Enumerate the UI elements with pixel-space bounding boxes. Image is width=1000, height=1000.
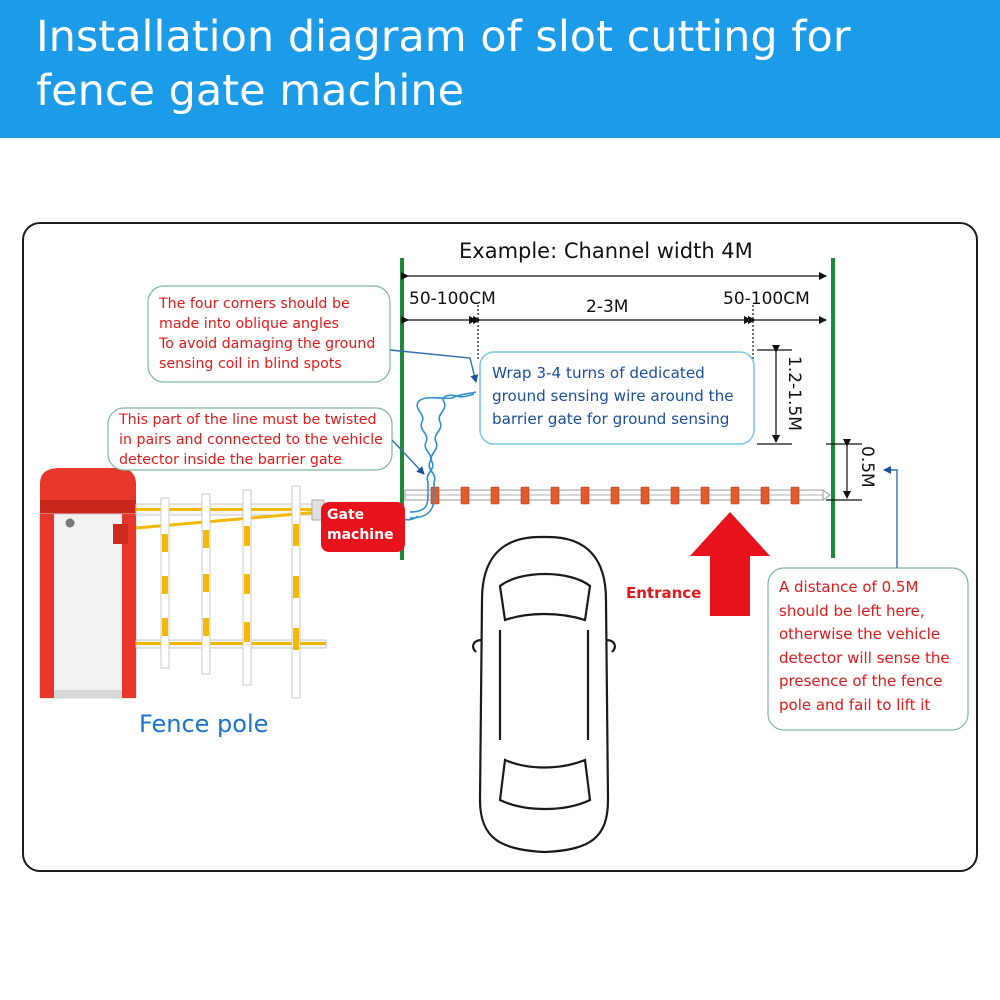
fence-pole-label: Fence pole xyxy=(139,710,269,738)
note-corners-line: To avoid damaging the ground xyxy=(159,336,376,352)
note-corners-line: The four corners should be xyxy=(159,296,350,312)
dim-vertical-2-label: 0.5M xyxy=(857,446,877,488)
note-twisted: This part of the line must be twisted in… xyxy=(119,410,391,470)
entrance-arrow xyxy=(690,512,770,616)
dim-center-label: 2-3M xyxy=(586,297,629,317)
note-wrap: Wrap 3-4 turns of dedicated ground sensi… xyxy=(492,362,750,431)
header-title-line-1: Installation diagram of slot cutting for xyxy=(36,12,851,62)
note-twisted-line: in pairs and connected to the vehicle xyxy=(119,432,383,448)
channel-width-label: Example: Channel width 4M xyxy=(459,239,753,263)
header-banner: Installation diagram of slot cutting for… xyxy=(0,0,1000,138)
note-box-distance xyxy=(767,567,969,731)
gate-machine-line: Gate xyxy=(327,507,365,523)
segment-dimensions xyxy=(401,305,827,360)
note-box-wrap xyxy=(479,351,755,445)
note-distance-line: otherwise the vehicle xyxy=(779,625,941,643)
car-outline xyxy=(472,535,616,854)
ground-sensing-coil xyxy=(404,486,831,505)
note-box-twisted xyxy=(107,407,393,471)
vertical-dimensions xyxy=(757,345,862,501)
note-corners-line: made into oblique angles xyxy=(159,316,340,332)
note-distance-line: A distance of 0.5M xyxy=(779,578,919,596)
diagram-frame xyxy=(22,222,978,872)
gate-machine-line: machine xyxy=(327,527,394,543)
note-twisted-line: This part of the line must be twisted xyxy=(119,412,377,428)
note-wrap-line: barrier gate for ground sensing xyxy=(492,410,730,428)
barrier-gate-cabinet xyxy=(39,468,137,699)
note-corners: The four corners should be made into obl… xyxy=(159,294,387,374)
note-wrap-line: ground sensing wire around the xyxy=(492,387,734,405)
note-twisted-line: detector inside the barrier gate xyxy=(119,452,342,468)
dim-left-label: 50-100CM xyxy=(409,289,496,309)
note-distance-line: pole and fail to lift it xyxy=(779,695,931,714)
note-distance: A distance of 0.5M should be left here, … xyxy=(779,576,965,717)
note-pointers xyxy=(389,349,898,568)
note-box-corners xyxy=(147,285,391,383)
note-distance-line: detector will sense the xyxy=(779,648,950,667)
header-title-line-2: fence gate machine xyxy=(36,66,465,116)
note-corners-line: sensing coil in blind spots xyxy=(159,356,342,372)
fence-arm xyxy=(135,485,327,699)
note-distance-line: should be left here, xyxy=(779,601,925,620)
entrance-label: Entrance xyxy=(626,584,702,602)
gate-machine-label: Gate machine xyxy=(321,502,405,552)
dim-right-label: 50-100CM xyxy=(723,289,810,309)
dim-vertical-1-label: 1.2-1.5M xyxy=(784,356,804,431)
note-wrap-line: Wrap 3-4 turns of dedicated xyxy=(492,364,705,382)
note-distance-line: presence of the fence xyxy=(779,672,943,690)
